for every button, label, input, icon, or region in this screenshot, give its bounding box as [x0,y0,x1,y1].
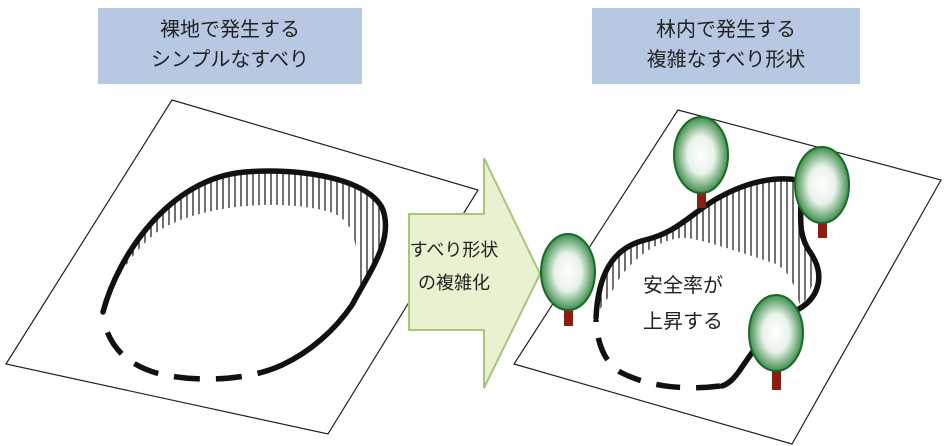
right-slip-dashed [593,319,721,391]
left-slip-line [100,168,389,368]
left-title-line1: 裸地で発生する [160,17,300,41]
transition-arrow [408,157,542,389]
right-title-box: 林内で発生する 複雑なすべり形状 [592,8,860,84]
left-scarp-hatching [103,171,384,310]
arrow-text-line2: の複雑化 [418,273,490,294]
annotation-line1: 安全率が [643,273,723,297]
right-scarp-hatching [596,180,814,315]
tree-icon [673,116,729,208]
right-title-line2: 複雑なすべり形状 [646,47,806,71]
tree-icon [748,294,804,390]
tree-icon [794,146,850,238]
right-title-line1: 林内で発生する [656,17,796,41]
left-slope-plane [5,99,479,435]
tree-icon [540,233,596,326]
left-title-line2: シンプルなすべり [151,47,309,71]
left-title-box: 裸地で発生する シンプルなすべり [98,8,362,84]
annotation-line2: 上昇する [643,309,723,333]
arrow-text-line1: すべり形状 [410,240,499,261]
left-slip-dashed [100,317,284,382]
